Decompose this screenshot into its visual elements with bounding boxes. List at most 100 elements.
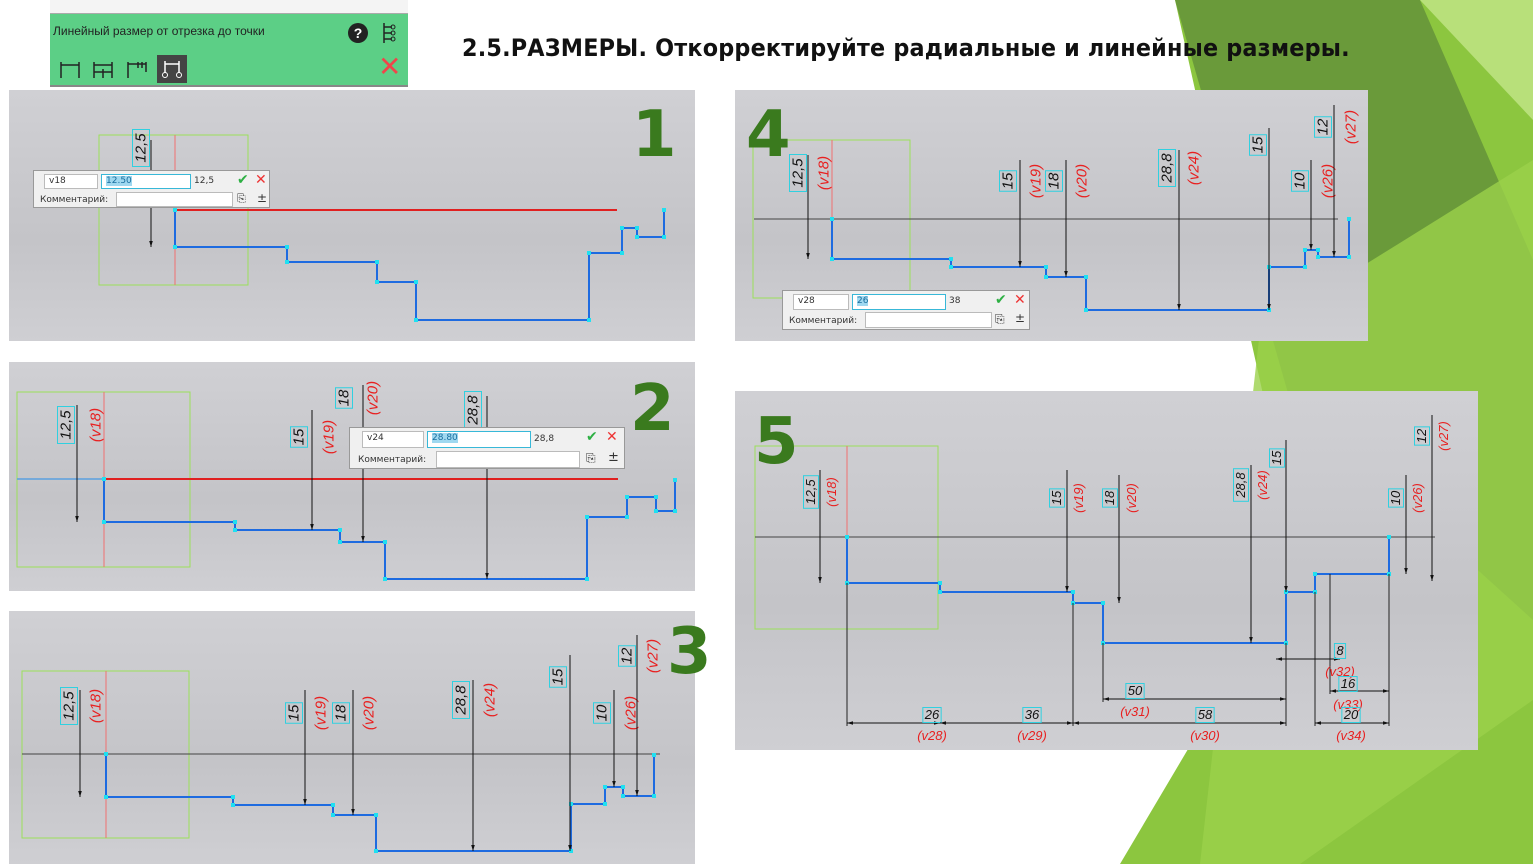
toolbar-title: Линейный размер от отрезка до точки [53,24,265,38]
plus-minus-icon[interactable]: ± [608,450,619,465]
dimension-edit-dialog: v24 28.80 28,8 ✔ ✕ Комментарий: ⎘ ± [349,427,625,469]
dimension-value: 12,5 [133,133,150,163]
linear-dimension-button[interactable] [55,55,85,83]
text-insert-icon[interactable]: ⎘ [237,192,246,205]
dimension-value-box [1333,643,1347,659]
dimension-edit-dialog: v18 12.50 12,5 ✔ ✕ Комментарий: ⎘ ± [33,170,270,208]
dimension-value: 18 [333,704,350,721]
dimension-edit-dialog: v28 26 38 ✔ ✕ Комментарий: ⎘ ± [782,290,1030,330]
sketch-vertex [374,813,378,817]
computed-value: 28,8 [534,434,555,444]
dimension-value: 18 [336,389,353,406]
dimension-value: 10 [594,704,611,721]
dimension-value-box [803,475,819,509]
baseline-dimension-icon [127,62,147,78]
dimension-value-box [549,666,567,688]
panel-number-4: 4 [746,98,791,172]
sketch-vertex [233,520,237,524]
baseline-dimension-button[interactable] [122,55,152,83]
dimension-segment-to-point-button[interactable] [157,55,187,83]
sketch-vertex [587,318,591,322]
cancel-button[interactable]: ✕ [1014,292,1026,308]
plus-minus-icon[interactable]: ± [1015,311,1026,325]
confirm-button[interactable]: ✔ [995,292,1007,308]
sketch-vertex [938,581,942,585]
dimension-value-box [922,707,942,723]
dimension-variable: (v24) [1186,151,1203,185]
sketch-profile [103,479,676,580]
sketch-vertex [1084,308,1088,312]
dimension-variable: (v31) [1120,704,1150,719]
comment-field[interactable] [116,192,233,207]
dimension-value-field[interactable]: 26 [852,294,946,310]
close-icon[interactable]: ✕ [378,51,402,82]
sketch-vertex [383,540,387,544]
sketch-vertex [603,785,607,789]
sketch-vertex [830,217,834,221]
sketch-vertex [233,528,237,532]
dimension-value-box [132,129,150,167]
dimension-variable: (v26) [1320,164,1337,198]
variable-name-field[interactable]: v28 [793,294,849,310]
dimension-variable: (v20) [361,696,378,730]
text-insert-icon[interactable]: ⎘ [995,312,1005,326]
sketch-vertex [414,280,418,284]
sketch-vertex [625,515,629,519]
dimension-value: 12 [619,647,636,664]
dimension-variable: (v20) [365,381,382,415]
sketch-vertex [654,495,658,499]
dimension-variable: (v26) [623,696,640,730]
dimension-value: 10 [1292,172,1309,189]
screenshot-panel-1 [9,90,695,341]
comment-field[interactable] [436,451,580,468]
tree-icon[interactable] [382,22,396,44]
sketch-vertex [1316,255,1320,259]
dimension-variable: (v18) [88,408,105,442]
dimension-variable: (v28) [917,728,947,743]
sketch-vertex [1101,601,1105,605]
cancel-button[interactable]: ✕ [606,429,618,445]
confirm-button[interactable]: ✔ [237,172,249,188]
confirm-button[interactable]: ✔ [586,429,598,445]
dimension-value-box [789,154,807,192]
dimension-value-box [335,387,353,409]
question-icon[interactable]: ? [348,23,368,43]
sketch-vertex [1044,275,1048,279]
dimension-value: 12,5 [58,410,75,440]
sketch-vertex [1347,255,1351,259]
dimension-value-box [57,406,75,444]
comment-field[interactable] [865,312,992,328]
computed-value: 12,5 [194,176,215,186]
cancel-button[interactable]: ✕ [255,172,267,188]
dimension-value-field[interactable]: 28.80 [427,431,531,448]
sketch-profile [846,537,1390,644]
sketch-vertex [603,802,607,806]
sketch-vertex [635,235,639,239]
sketch-vertex [620,251,624,255]
variable-name-field[interactable]: v24 [362,431,424,448]
dimension-variable: (v18) [816,156,833,190]
variable-name-field[interactable]: v18 [44,174,98,189]
sketch-vertex [587,251,591,255]
dimension-value-box [1158,149,1176,187]
sketch-vertex [331,803,335,807]
dimension-value-box [452,681,470,719]
sketch-vertex [585,577,589,581]
dimension-variable: (v27) [645,639,662,673]
dimension-variable: (v19) [313,696,330,730]
plus-minus-icon[interactable]: ± [257,191,268,205]
sketch-vertex [285,245,289,249]
chain-dimension-button[interactable] [88,55,118,83]
sketch-vertex [673,478,677,482]
dimension-value-field[interactable]: 12.50 [101,174,191,189]
value-text: 28.80 [432,433,458,443]
value-text: 12.50 [106,176,132,186]
sketch-vertex [662,235,666,239]
comment-label: Комментарий: [789,316,858,326]
dimension-value: 18 [1046,172,1063,189]
dimension-variable: (v19) [1028,164,1045,198]
text-insert-icon[interactable]: ⎘ [586,451,596,465]
sketch-vertex [1316,248,1320,252]
dimension-value: 15 [1269,450,1284,465]
